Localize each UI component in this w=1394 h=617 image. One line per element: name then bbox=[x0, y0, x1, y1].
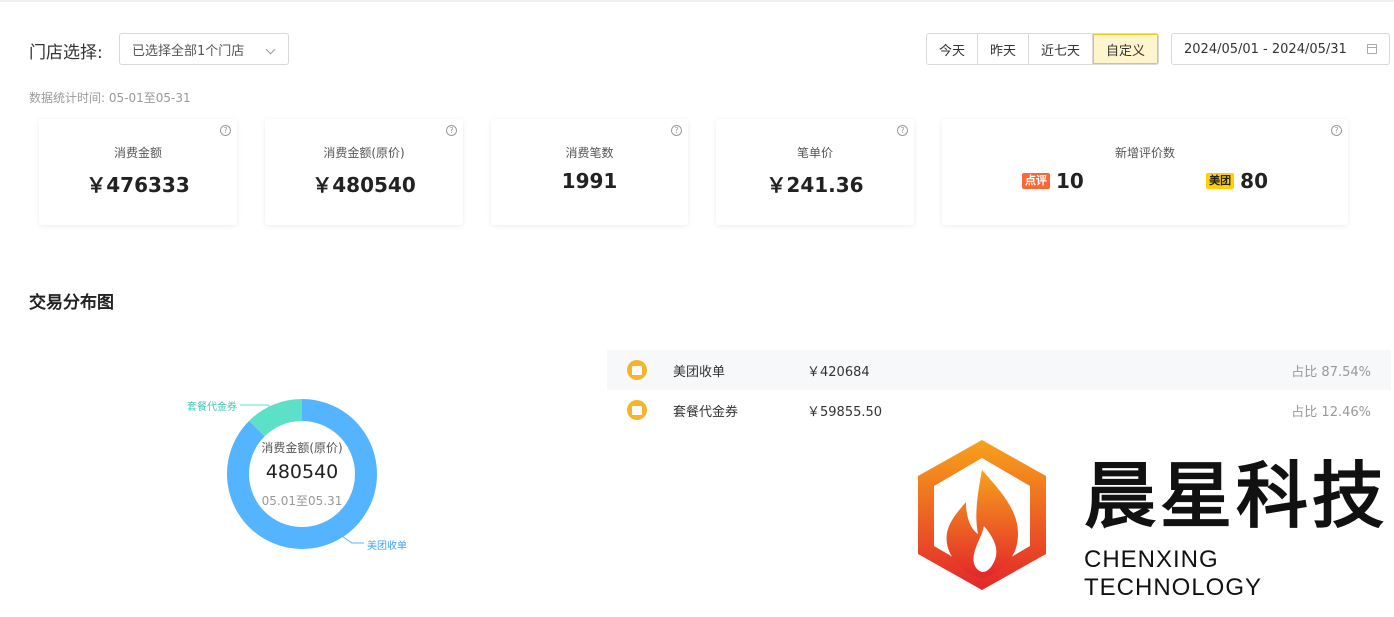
range-custom-button[interactable]: 自定义 bbox=[1093, 34, 1159, 64]
chart-label-meituan: 美团收单 bbox=[367, 541, 407, 552]
range-yesterday-button[interactable]: 昨天 bbox=[978, 34, 1030, 64]
chevron-down-icon bbox=[265, 44, 276, 55]
store-select[interactable]: 已选择全部1个门店 bbox=[119, 33, 289, 65]
meituan-review: 美团 80 bbox=[1206, 169, 1268, 193]
calendar-icon bbox=[1367, 44, 1377, 54]
legend-row: 美团收单 ￥420684 占比 87.54% bbox=[607, 350, 1391, 390]
date-range-tabs: 今天 昨天 近七天 自定义 bbox=[926, 33, 1160, 65]
legend-percent: 占比 12.46% bbox=[1291, 404, 1371, 420]
help-icon[interactable]: ? bbox=[1331, 125, 1342, 136]
donut-center-value: 480540 bbox=[265, 461, 339, 483]
dianping-count: 10 bbox=[1056, 169, 1084, 193]
card-title: 新增评价数 bbox=[1114, 146, 1175, 160]
voucher-icon bbox=[627, 400, 647, 420]
logo-chinese-text: 晨星科技 bbox=[1084, 454, 1389, 538]
legend-name: 美团收单 bbox=[673, 364, 726, 380]
card-value: ￥476333 bbox=[86, 173, 190, 197]
card-title: 笔单价 bbox=[796, 146, 833, 160]
card-title: 消费笔数 bbox=[565, 146, 614, 160]
legend-name: 套餐代金券 bbox=[673, 404, 739, 420]
dianping-badge: 点评 bbox=[1022, 173, 1050, 189]
range-seven-days-button[interactable]: 近七天 bbox=[1029, 34, 1094, 64]
card-value: ￥241.36 bbox=[766, 173, 864, 197]
card-avg-price: ? 笔单价 ￥241.36 bbox=[716, 119, 914, 225]
help-icon[interactable]: ? bbox=[446, 125, 457, 136]
help-icon[interactable]: ? bbox=[671, 125, 682, 136]
store-filter-label: 门店选择: bbox=[29, 43, 103, 63]
date-range-value: 2024/05/01 - 2024/05/31 bbox=[1184, 41, 1347, 57]
card-consumption-original: ? 消费金额(原价) ￥480540 bbox=[265, 119, 463, 225]
card-title: 消费金额(原价) bbox=[323, 146, 405, 160]
card-new-reviews: ? 新增评价数 点评 10 美团 80 bbox=[942, 119, 1348, 225]
donut-center-label: 消费金额(原价) bbox=[261, 441, 343, 455]
card-consumption-amount: ? 消费金额 ￥476333 bbox=[39, 119, 237, 225]
help-icon[interactable]: ? bbox=[220, 125, 231, 136]
card-title: 消费金额 bbox=[113, 146, 162, 160]
donut-slice-1 bbox=[249, 399, 303, 437]
logo-english-text: CHENXING TECHNOLOGY bbox=[1084, 546, 1263, 601]
chart-label-voucher: 套餐代金券 bbox=[187, 402, 237, 413]
review-counts: 点评 10 美团 80 bbox=[942, 169, 1348, 193]
legend-row: 套餐代金券 ￥59855.50 占比 12.46% bbox=[607, 390, 1391, 430]
leader-line-meituan bbox=[341, 535, 364, 544]
meituan-badge: 美团 bbox=[1206, 173, 1235, 189]
legend-amount: ￥420684 bbox=[807, 364, 870, 380]
date-range-input[interactable]: 2024/05/01 - 2024/05/31 bbox=[1171, 33, 1390, 65]
dianping-review: 点评 10 bbox=[1022, 169, 1084, 193]
card-value: 1991 bbox=[561, 169, 618, 193]
watermark-logo: 晨星科技 CHENXING TECHNOLOGY bbox=[912, 436, 1390, 601]
card-transaction-count: ? 消费笔数 1991 bbox=[491, 119, 688, 225]
donut-center-date: 05.01至05.31 bbox=[261, 494, 343, 508]
stat-time-text: 数据统计时间: 05-01至05-31 bbox=[29, 91, 191, 105]
wallet-icon bbox=[627, 360, 647, 380]
leader-line-voucher bbox=[240, 404, 277, 413]
store-select-value: 已选择全部1个门店 bbox=[132, 43, 245, 59]
section-title: 交易分布图 bbox=[29, 293, 114, 313]
range-today-button[interactable]: 今天 bbox=[927, 34, 979, 64]
legend-percent: 占比 87.54% bbox=[1291, 364, 1371, 380]
card-value: ￥480540 bbox=[312, 173, 416, 197]
legend-amount: ￥59855.50 bbox=[807, 404, 883, 420]
top-divider bbox=[0, 0, 1394, 2]
meituan-count: 80 bbox=[1240, 169, 1268, 193]
flame-logo-icon bbox=[918, 440, 1046, 590]
help-icon[interactable]: ? bbox=[897, 125, 908, 136]
